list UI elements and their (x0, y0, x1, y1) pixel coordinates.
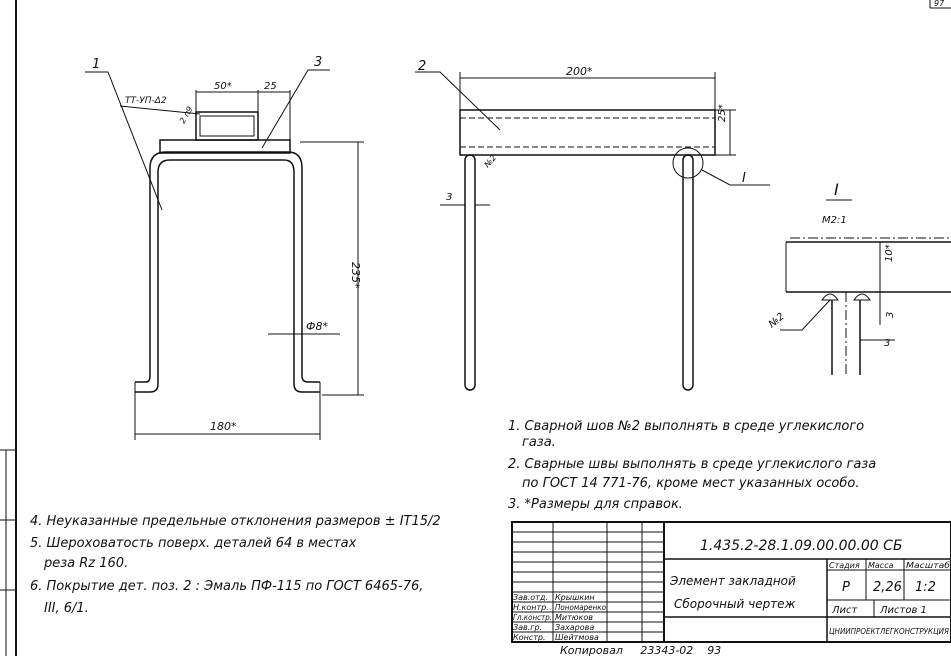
detail-dim-3a: 3 (885, 312, 896, 318)
signer-name: Захарова (555, 623, 594, 632)
detail-view: I М2:1 10* 3 3 №2 (766, 180, 951, 375)
dim-diameter-8: Ф8* (306, 320, 328, 333)
title-block: Зав.отд. Крышкин Н.контр. Пономаренко Гл… (511, 521, 951, 656)
dim-200: 200* (566, 65, 593, 78)
sheet-label: Лист (831, 605, 859, 616)
footer-copied: Копировал 23343-02 93 (560, 644, 721, 656)
detail-scale: М2:1 (822, 215, 847, 226)
sheet-corner-number: 97 (934, 0, 945, 8)
signer-role: Зав.гр. (513, 623, 542, 632)
weld-size: 2 п9 (178, 105, 195, 125)
drawing-type: Сборочный чертеж (674, 597, 796, 611)
part-label-2: 2 (418, 59, 426, 74)
dim-180: 180* (210, 420, 237, 433)
note-5-cont: реза Rz 160. (43, 556, 128, 571)
note-1: 1. Сварной шов №2 выполнять в среде угле… (508, 419, 864, 434)
note-1-cont: газа. (522, 435, 556, 450)
dim-25: 25 (264, 81, 277, 92)
signer-name: Крышкин (555, 593, 595, 602)
detail-reference: I (742, 171, 746, 186)
notes-right: 1. Сварной шов №2 выполнять в среде угле… (508, 419, 876, 512)
dim-25-height: 25* (717, 104, 728, 122)
weld-mark: ТТ-УП-Δ2 (125, 96, 167, 106)
side-view: 1 3 50* 25 ТТ-УП-Δ2 2 п9 235* Ф8* 180* (85, 55, 364, 440)
dim-235: 235* (349, 262, 362, 289)
scale-header: Масштаб (906, 561, 950, 570)
signer-role: Зав.отд. (513, 593, 548, 602)
note-3: 3. *Размеры для справок. (508, 497, 683, 512)
stage-value: Р (842, 580, 850, 595)
front-view: 2 200* 25* 3 №2 I (415, 59, 770, 391)
part-label-3: 3 (314, 55, 322, 70)
signer-name: Шейтмова (555, 633, 599, 642)
part-label-1: 1 (92, 57, 100, 72)
note-2: 2. Сварные швы выполнять в среде углекис… (508, 457, 876, 472)
sheets-count: Листов 1 (879, 605, 927, 616)
detail-dim-10: 10* (884, 244, 895, 262)
dim-3: 3 (446, 192, 452, 203)
note-5: 5. Шероховатость поверх. деталей 64 в ме… (30, 536, 357, 551)
drawing-name: Элемент закладной (669, 574, 796, 588)
scale-value: 1:2 (915, 580, 936, 595)
signer-name: Пономаренко (555, 603, 606, 612)
signer-role: Н.контр. (513, 603, 549, 612)
stage-header: Стадия (829, 561, 860, 570)
note-4: 4. Неуказанные предельные отклонения раз… (30, 514, 441, 529)
drawing-designation: 1.435.2-28.1.09.00.00.00 СБ (700, 538, 903, 554)
detail-weld-number: №2 (766, 311, 787, 331)
dim-50: 50* (214, 81, 232, 92)
signer-role: Гл.констр. (513, 613, 552, 622)
mass-value: 2,26 (873, 580, 902, 595)
signer-role: Констр. (513, 633, 545, 642)
note-2-cont: по ГОСТ 14 771-76, кроме мест указанных … (522, 476, 860, 491)
organization: ЦНИИПРОЕКТЛЕГКОНСТРУКЦИЯ (829, 627, 949, 636)
notes-left: 4. Неуказанные предельные отклонения раз… (30, 514, 441, 616)
note-6-cont: III, 6/1. (44, 601, 89, 616)
detail-title: I (834, 180, 839, 199)
detail-dim-3b: 3 (884, 338, 890, 349)
mass-header: Масса (868, 561, 894, 570)
note-6: 6. Покрытие дет. поз. 2 : Эмаль ПФ-115 п… (30, 579, 423, 594)
signer-name: Митюков (555, 613, 593, 622)
